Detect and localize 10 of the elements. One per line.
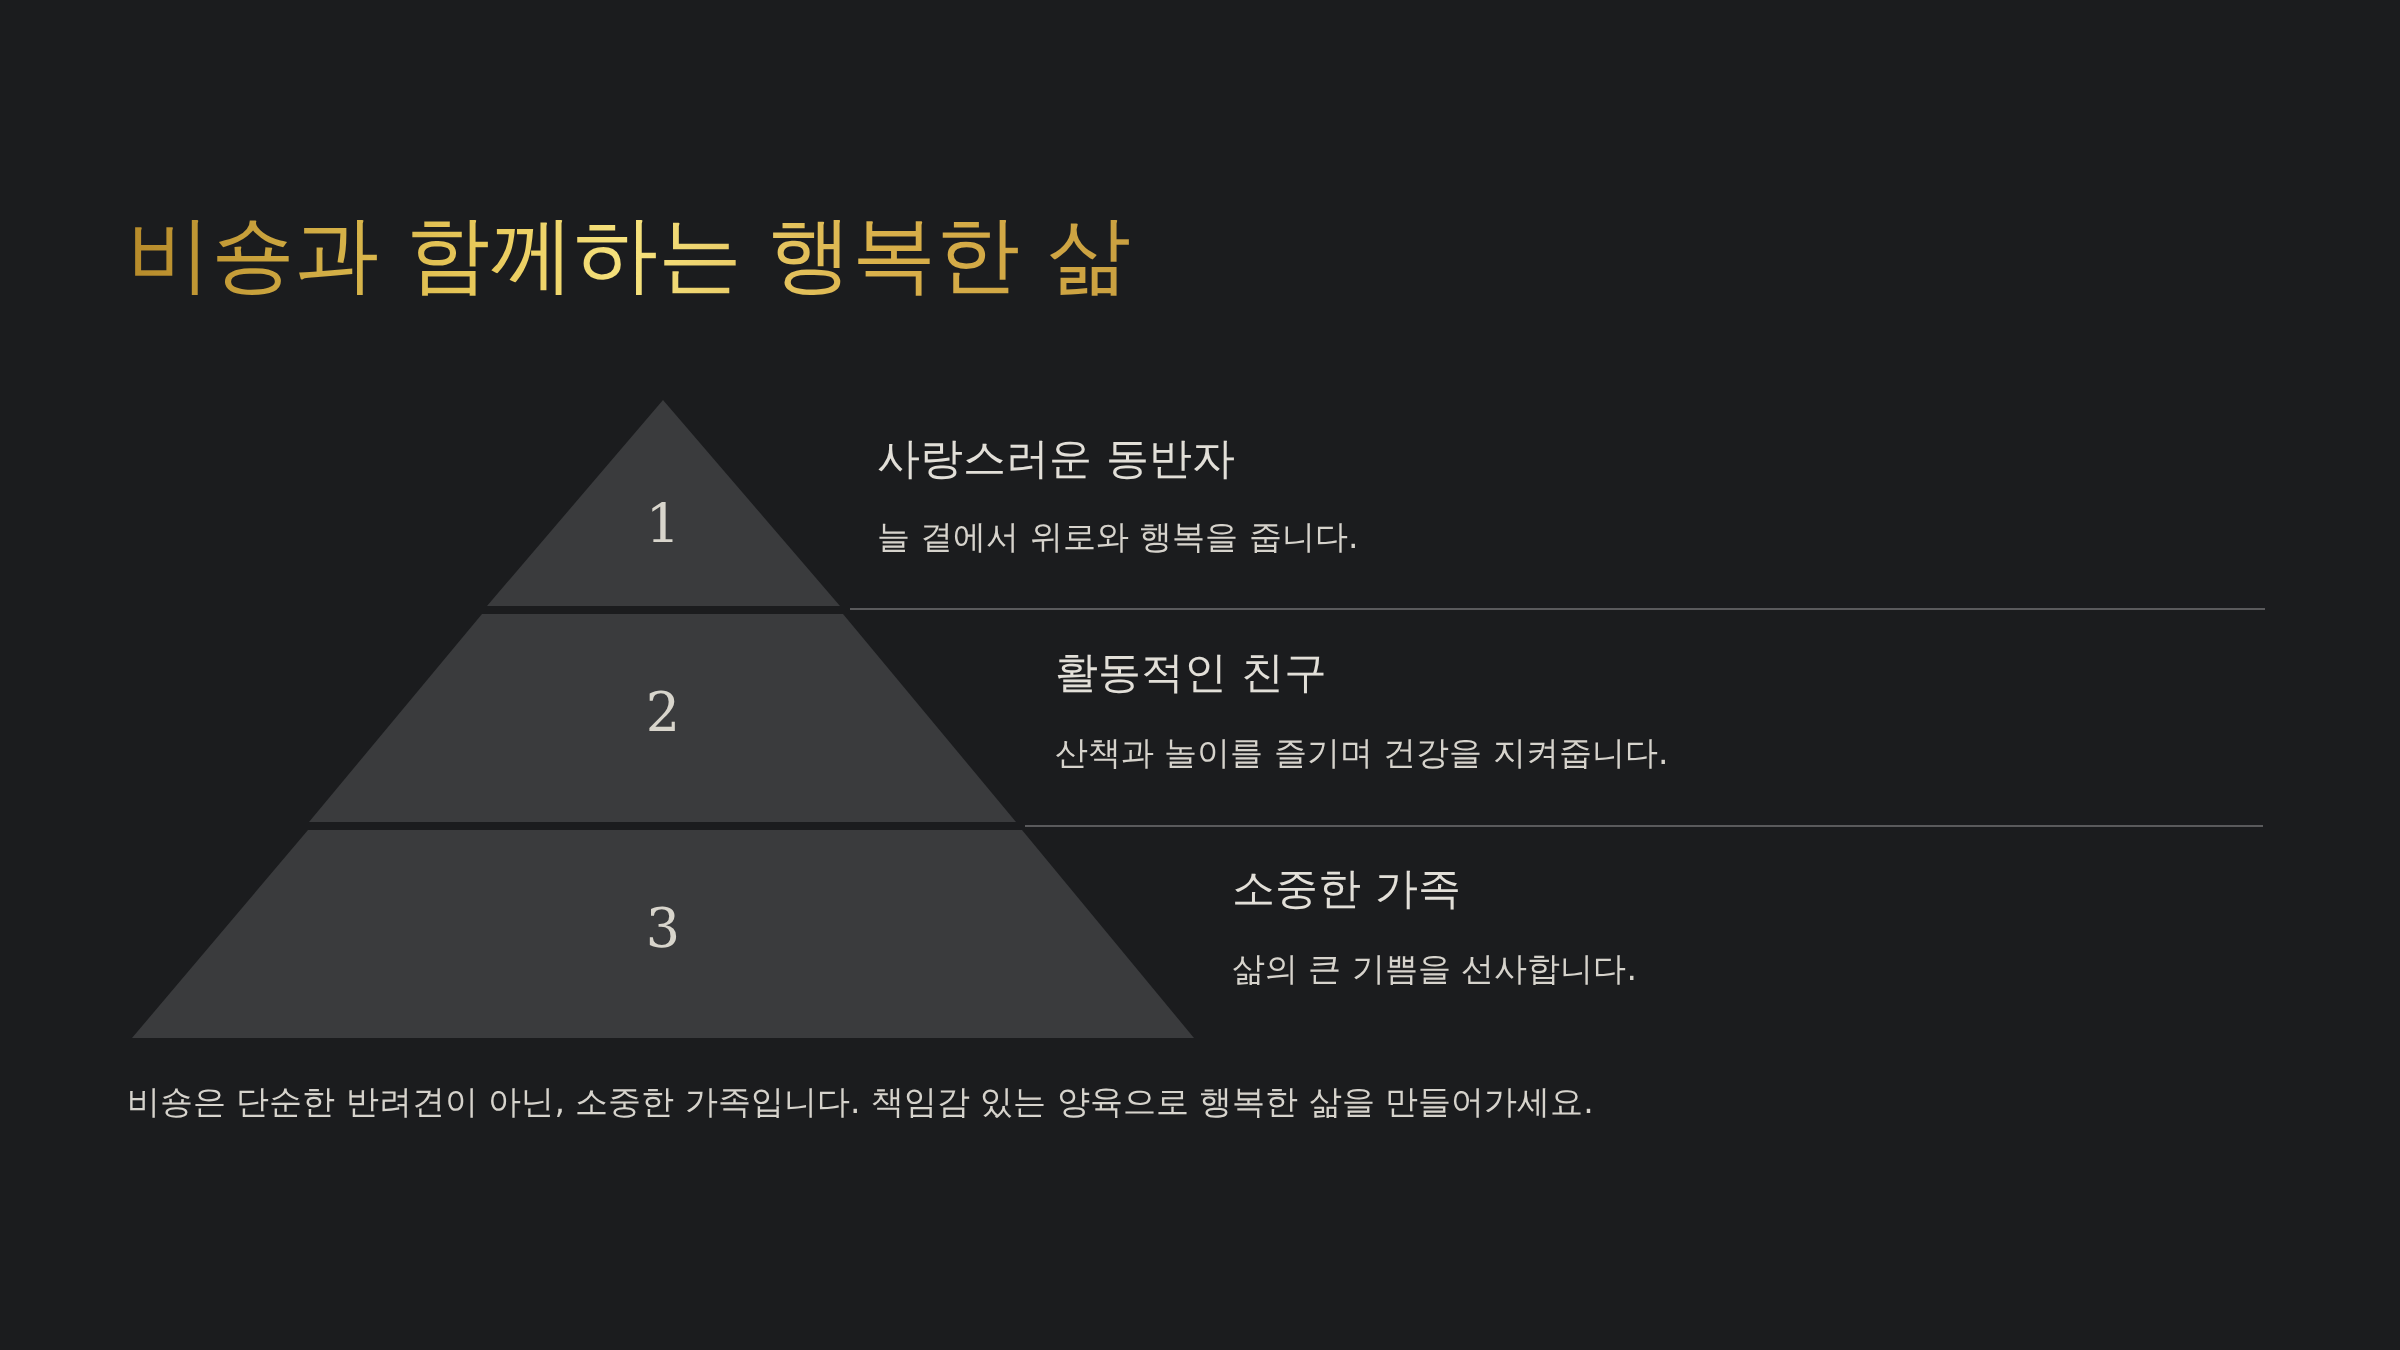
tier-number: 2 (645, 686, 681, 740)
tier-number: 1 (645, 498, 681, 552)
tier-description: 늘 곁에서 위로와 행복을 줍니다. (877, 520, 1359, 553)
tier-number: 3 (645, 902, 681, 956)
tier-description: 삶의 큰 기쁨을 선사합니다. (1232, 952, 1637, 985)
tier-description: 산책과 놀이를 즐기며 건강을 지켜줍니다. (1055, 736, 1669, 769)
tier-heading: 소중한 가족 (1232, 867, 1461, 910)
footer-note: 비숑은 단순한 반려견이 아닌, 소중한 가족입니다. 책임감 있는 양육으로 행복한 삶을 만들어가세요. (127, 1085, 1594, 1118)
tier-heading: 활동적인 친구 (1055, 651, 1327, 694)
tier-heading: 사랑스러운 동반자 (877, 437, 1235, 480)
